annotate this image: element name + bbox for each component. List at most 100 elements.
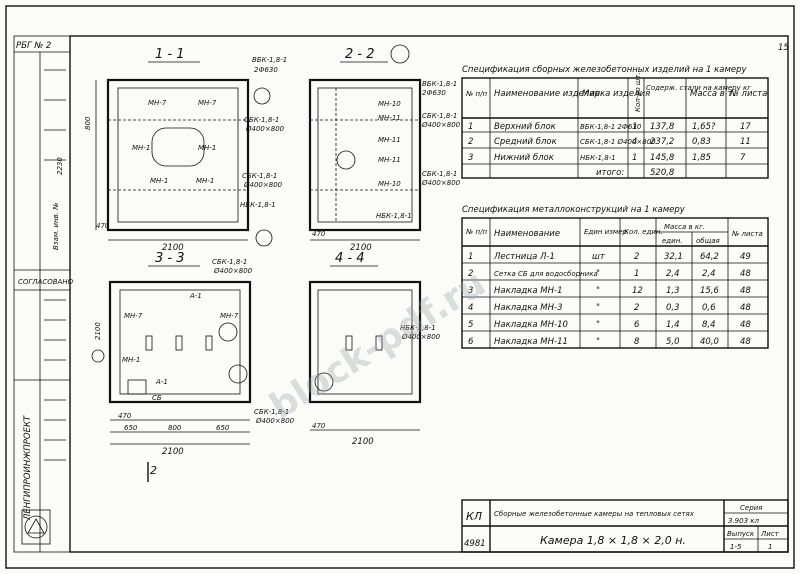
sheet-number-top: 15 xyxy=(778,43,789,53)
spec1-r2-c1: Нижний блок xyxy=(494,153,555,163)
sheet-label: Лист xyxy=(760,530,780,538)
block-vbk-label: ВБК-1,8-1 xyxy=(252,56,287,64)
spec1-r0-c1: Верхний блок xyxy=(494,122,557,132)
dim-650-b: 650 xyxy=(216,424,230,432)
outer-frame xyxy=(5,5,795,569)
spec2-r1-c6: 48 xyxy=(740,269,751,279)
spec2-r2-c6: 48 xyxy=(740,286,751,296)
spec2-r4-c5: 8,4 xyxy=(702,320,716,330)
dim-2230: 2230 xyxy=(56,157,64,175)
spec2-r5-c1: Накладка МН-11 xyxy=(494,337,568,347)
callout-circle-3 xyxy=(390,44,410,64)
dim-2100-c: 2100 xyxy=(162,447,184,457)
spec1-r2-c3: 1 xyxy=(632,153,637,163)
section-4-4: 4 - 4 НБК-1,8-1 Ø400×800 470 2100 xyxy=(308,251,441,447)
institute-name: ЛЕНГИПРОИНЖПРОЕКТ xyxy=(23,415,33,521)
spec1-r2-c4: 145,8 xyxy=(650,153,675,163)
spec2-r2-c2: " xyxy=(596,286,600,296)
spec2-r2-c4: 1,3 xyxy=(666,286,680,296)
spec2-h7: № листа xyxy=(731,230,763,238)
spec1-r1-c1: Средний блок xyxy=(494,137,558,147)
spec1-r1-c5: 0,83 xyxy=(692,137,711,147)
mark-mn7-3: МН-7 xyxy=(124,312,143,320)
spec2-r5-c2: " xyxy=(596,337,600,347)
callout-circle-7 xyxy=(228,364,248,384)
callout-circle-6 xyxy=(218,322,238,342)
spec2-rows: 1 Лестница Л-1 шт 2 32,1 64,2 49 2 Сетка… xyxy=(468,252,751,347)
spec2-r0-c0: 1 xyxy=(468,252,473,262)
spec2-r4-c1: Накладка МН-10 xyxy=(494,320,568,330)
dim-2100-a: 2100 xyxy=(162,243,184,253)
spec1-h2: Марка изделия xyxy=(582,89,650,99)
spec2-r2-c5: 15,6 xyxy=(700,286,720,296)
spec2-r0-c4: 32,1 xyxy=(664,252,683,262)
block-sbk-label-f: СБК-1,8-1 xyxy=(254,408,289,416)
section-2-2-title: 2 - 2 xyxy=(345,47,375,62)
block-nbk-label-c: НБК-1,8-1 xyxy=(400,324,436,332)
mark-sb: СБ xyxy=(152,394,162,402)
mark-mn7-1: МН-7 xyxy=(148,99,167,107)
block-vbk-label-b: ВБК-1,8-1 xyxy=(422,80,457,88)
spec1-r1-c4: 237,2 xyxy=(650,137,674,147)
block-sbk-sub-f: Ø400×800 xyxy=(255,417,295,425)
section-1-1-title: 1 - 1 xyxy=(155,47,185,62)
section-3-3-outline xyxy=(108,280,252,404)
spec1-r2-c6: 7 xyxy=(740,153,746,163)
spec1-h1: Наименование изделия. xyxy=(494,89,603,99)
spec1-h5: Масса в т. xyxy=(690,89,735,99)
section-4-4-outline xyxy=(308,280,422,404)
agreed-label: СОГЛАСОВАНО xyxy=(18,278,74,286)
block-nbk-label-b: НБК-1,8-1 xyxy=(376,212,412,220)
issue-label: Выпуск xyxy=(727,530,755,538)
section-1-1: 1 - 1 МН-7 МН-7 МН-1 МН-1 МН-1 МН-1 470 … xyxy=(56,47,287,253)
block-sbk-label-c: СБК-1,8-1 xyxy=(422,112,457,120)
mark-mn1-1: МН-1 xyxy=(132,144,150,152)
spec1-r2-c5: 1,85 xyxy=(692,153,711,163)
block-sbk-sub-b: Ø400×800 xyxy=(243,181,283,189)
section-mark-2: 2 xyxy=(150,464,157,477)
dim-2100-d: 2100 xyxy=(352,437,374,447)
spec2-h3: Кол. един. xyxy=(624,228,663,236)
spec2-r4-c4: 1,4 xyxy=(666,320,680,330)
mark-mn7-2: МН-7 xyxy=(198,99,217,107)
spec1-r0-c4: 137,8 xyxy=(650,122,675,132)
spec2-r5-c4: 5,0 xyxy=(666,337,680,347)
issue-value: 1-5 xyxy=(730,543,742,551)
section-2-2-outline xyxy=(308,78,422,232)
spec1-r1-c3: 4 xyxy=(632,137,637,147)
dim-2100-vert: 2100 xyxy=(94,322,102,340)
block-vbk-sub: 2Ф630 xyxy=(254,66,278,74)
spec2-r0-c3: 2 xyxy=(634,252,639,262)
spec-table-1: Спецификация сборных железобетонных изде… xyxy=(461,65,769,179)
section-4-4-title: 4 - 4 xyxy=(335,251,365,266)
block-sbk-sub-c: Ø400×800 xyxy=(421,121,461,129)
mark-a1-b: А-1 xyxy=(155,378,168,386)
block-sbk-sub-d: Ø400×800 xyxy=(421,179,461,187)
block-sbk-label-d: СБК-1,8-1 xyxy=(422,170,457,178)
spec1-h3: Кол-во шт. xyxy=(634,72,642,112)
dim-470-b: 470 xyxy=(312,230,326,238)
block-nbk-sub: Ø400×800 xyxy=(401,333,441,341)
mark-mn10-b: МН-10 xyxy=(378,180,401,188)
spec2-r3-c2: " xyxy=(596,303,600,313)
spec2-r3-c1: Накладка МН-3 xyxy=(494,303,563,313)
spec1-r0-c5: 1,65? xyxy=(692,122,716,132)
spec2-r5-c0: 6 xyxy=(468,337,474,347)
dim-650-a: 650 xyxy=(124,424,138,432)
block-vbk-sub-b: 2Ф630 xyxy=(422,89,446,97)
spec2-r4-c6: 48 xyxy=(740,320,751,330)
spec2-title: Спецификация металлоконструкций на 1 кам… xyxy=(462,205,686,215)
spec2-h6: общая xyxy=(696,237,720,245)
spec2-r4-c0: 5 xyxy=(468,320,473,330)
mark-mn1-4: МН-1 xyxy=(196,177,214,185)
block-nbk-label-a: НБК-1,8-1 xyxy=(240,201,276,209)
spec1-r0-c3: 1 xyxy=(632,122,637,132)
block-sbk-label-b: СБК-1,8-1 xyxy=(242,172,277,180)
spec2-r4-c3: 6 xyxy=(634,320,640,330)
spec2-r1-c5: 2,4 xyxy=(702,269,716,279)
spec2-r3-c3: 2 xyxy=(634,303,639,313)
spec2-r1-c2: " xyxy=(596,269,600,279)
spec2-h4: Масса в кг. xyxy=(664,223,705,231)
dim-470-a: 470 xyxy=(96,222,110,230)
